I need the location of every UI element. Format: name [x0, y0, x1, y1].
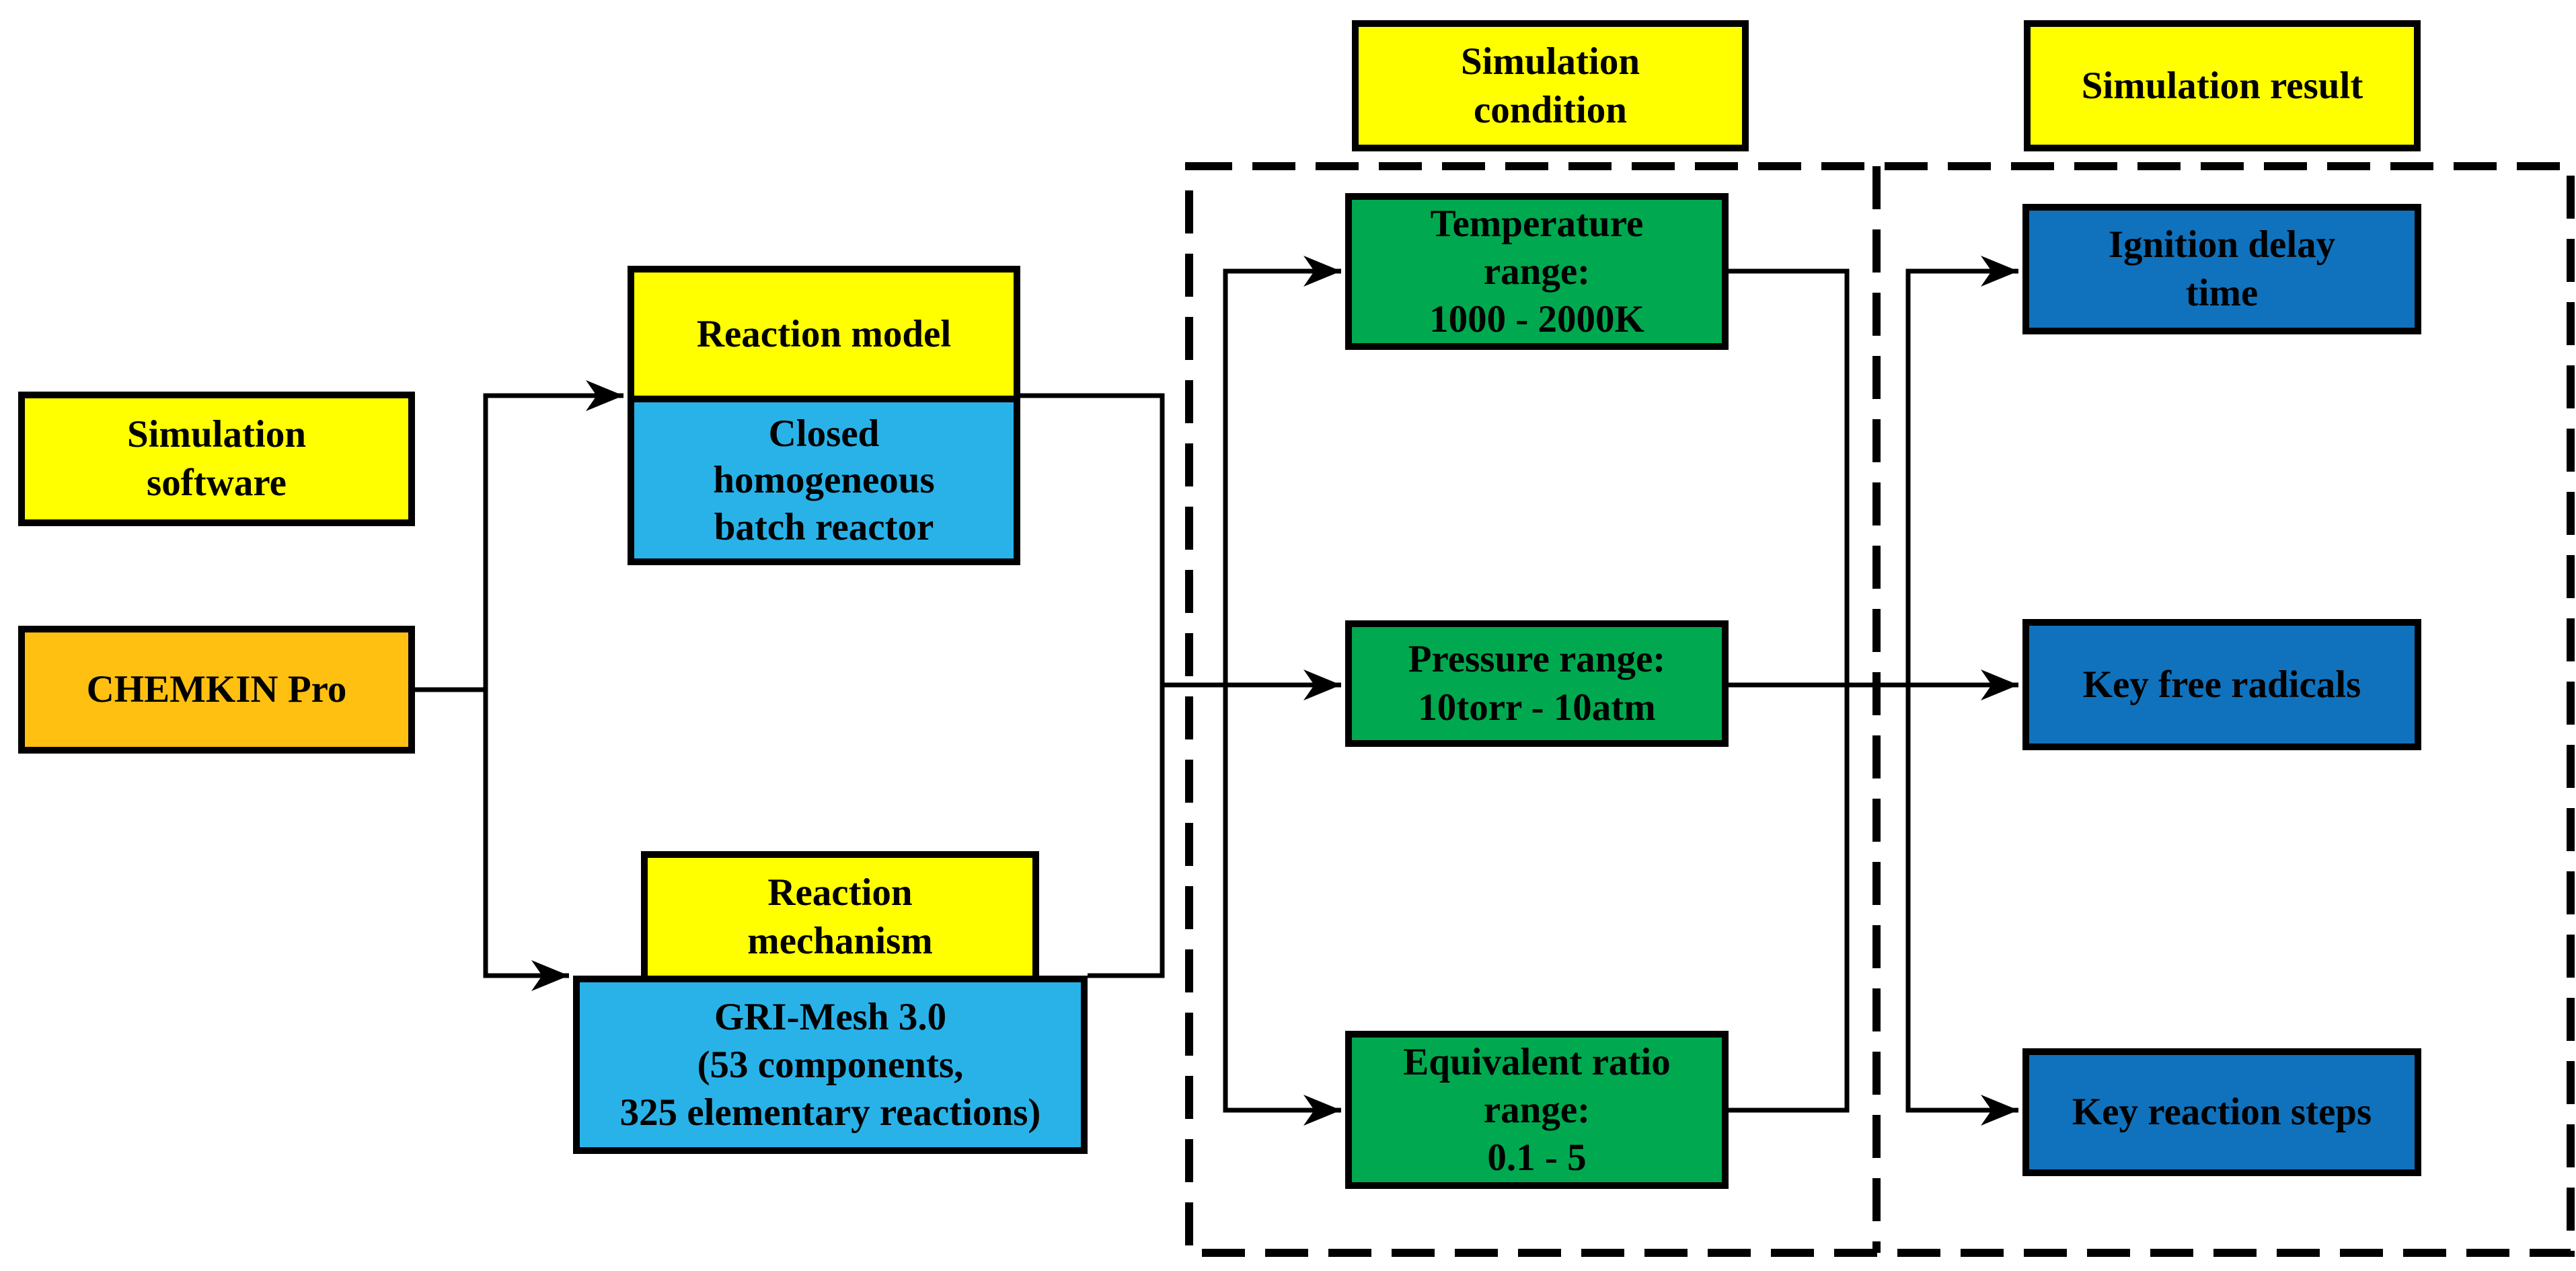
node-equivalent-ratio-range: Equivalent ratio range: 0.1 - 5: [1345, 1031, 1729, 1189]
node-temperature-range: Temperature range: 1000 - 2000K: [1345, 193, 1729, 350]
node-chemkin-pro: CHEMKIN Pro: [18, 626, 415, 754]
node-ignition-delay-time: Ignition delay time: [2022, 204, 2421, 334]
node-key-reaction-steps: Key reaction steps: [2022, 1048, 2421, 1176]
node-key-free-radicals: Key free radicals: [2022, 619, 2421, 750]
header-simulation-condition: Simulation condition: [1352, 20, 1749, 151]
node-pressure-range: Pressure range: 10torr - 10atm: [1345, 620, 1729, 747]
node-simulation-software: Simulation software: [18, 392, 415, 526]
node-reaction-model: Reaction model: [628, 266, 1020, 396]
node-reaction-mechanism: Reaction mechanism: [641, 851, 1039, 976]
dashed-region-outline: [1185, 162, 2575, 1257]
node-gri-mesh: GRI-Mesh 3.0 (53 components, 325 element…: [573, 976, 1088, 1154]
node-closed-homogeneous-batch-reactor: Closed homogeneous batch reactor: [628, 396, 1020, 565]
header-simulation-result: Simulation result: [2024, 20, 2421, 151]
